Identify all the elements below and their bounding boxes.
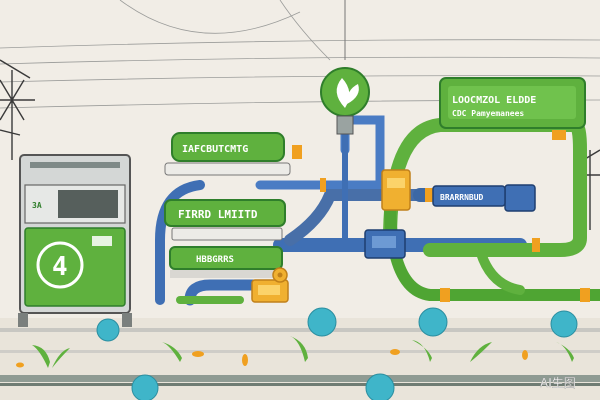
autumn-leaves bbox=[16, 349, 528, 368]
water-bubbles bbox=[96, 307, 578, 400]
light-bulb-icon bbox=[320, 0, 370, 135]
left-top-sign-text: IAFCBUTCMTG bbox=[182, 144, 248, 155]
left-bottom-sign-text: HBBGRRS bbox=[196, 255, 234, 265]
valve-blue-right bbox=[504, 184, 536, 212]
sprout-plants bbox=[32, 336, 574, 368]
valve-label-text: BRARRNBUD bbox=[440, 193, 484, 202]
top-right-sign-line2: CDC Pamyemanees bbox=[452, 109, 524, 118]
watermark: AI生图 bbox=[540, 376, 576, 390]
cabinet-panel-number: 4 bbox=[52, 252, 68, 282]
power-tower-left-icon bbox=[0, 59, 35, 160]
pipe-couplings bbox=[292, 130, 590, 302]
valve-label-plate bbox=[432, 185, 506, 207]
gear-icon bbox=[272, 267, 288, 283]
valve-yellow-bottom bbox=[251, 279, 289, 303]
floor-rail bbox=[0, 375, 600, 382]
electric-cabinet bbox=[18, 154, 132, 327]
left-middle-sign bbox=[164, 199, 286, 241]
valve-yellow-top bbox=[381, 169, 411, 211]
leaf-icon bbox=[336, 78, 359, 108]
top-right-sign bbox=[439, 77, 586, 138]
top-right-sign-line1: LOOCMZOL ELDDE bbox=[452, 95, 536, 106]
left-top-sign bbox=[164, 132, 291, 176]
cabinet-side-label: 3A bbox=[32, 201, 42, 210]
valve-blue-middle bbox=[364, 229, 406, 259]
left-middle-sign-text: FIRRD LMIITD bbox=[178, 208, 258, 221]
left-bottom-sign bbox=[169, 246, 283, 278]
